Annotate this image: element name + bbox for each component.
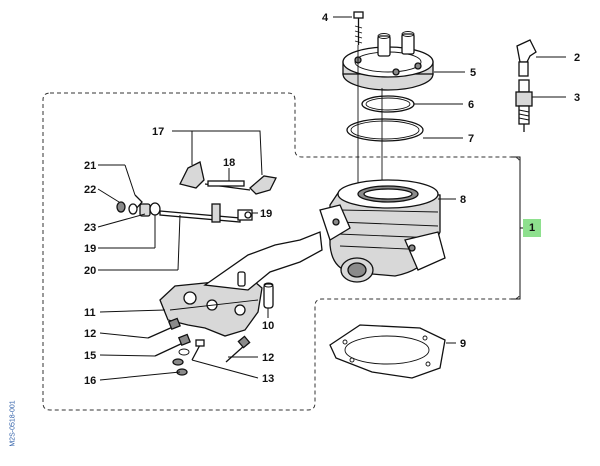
label-7: 7 <box>468 133 474 145</box>
small-fittings <box>116 194 161 217</box>
label-17: 17 <box>152 126 164 138</box>
label-4: 4 <box>322 12 329 24</box>
label-19b: 19 <box>84 243 96 255</box>
label-22: 22 <box>84 184 96 196</box>
label-12b: 12 <box>262 352 274 364</box>
label-2: 2 <box>574 52 580 64</box>
label-5: 5 <box>470 67 476 79</box>
label-3: 3 <box>574 92 580 104</box>
assembly-boundary <box>42 92 521 411</box>
label-10: 10 <box>262 320 274 332</box>
assembly-callout: 1 <box>523 219 541 237</box>
label-15: 15 <box>84 350 96 362</box>
cylinder <box>319 179 446 283</box>
screws <box>147 317 251 363</box>
washers <box>172 348 190 376</box>
spark-plug <box>515 79 533 132</box>
sleeve <box>263 282 274 309</box>
label-23: 23 <box>84 222 96 234</box>
label-20: 20 <box>84 265 96 277</box>
base-gasket <box>329 324 446 379</box>
stud <box>237 271 246 287</box>
label-6: 6 <box>468 99 474 111</box>
label-18: 18 <box>223 157 235 169</box>
drawing-code: M2S-0518-001 <box>9 400 17 447</box>
cylinder-head <box>342 31 434 91</box>
label-12a: 12 <box>84 328 96 340</box>
leader-lines <box>97 16 566 381</box>
control-shaft <box>159 203 253 223</box>
label-21: 21 <box>84 160 96 172</box>
exhaust-valves <box>179 161 277 195</box>
o-ring-large <box>346 118 424 142</box>
label-13: 13 <box>262 373 274 385</box>
label-19a: 19 <box>260 208 272 220</box>
label-8: 8 <box>460 194 466 206</box>
exhaust-valve-housing <box>159 231 323 337</box>
label-9: 9 <box>460 338 466 350</box>
spark-plug-cap <box>516 39 537 77</box>
label-11: 11 <box>84 307 96 319</box>
head-bolt <box>353 11 364 45</box>
label-16: 16 <box>84 375 96 387</box>
